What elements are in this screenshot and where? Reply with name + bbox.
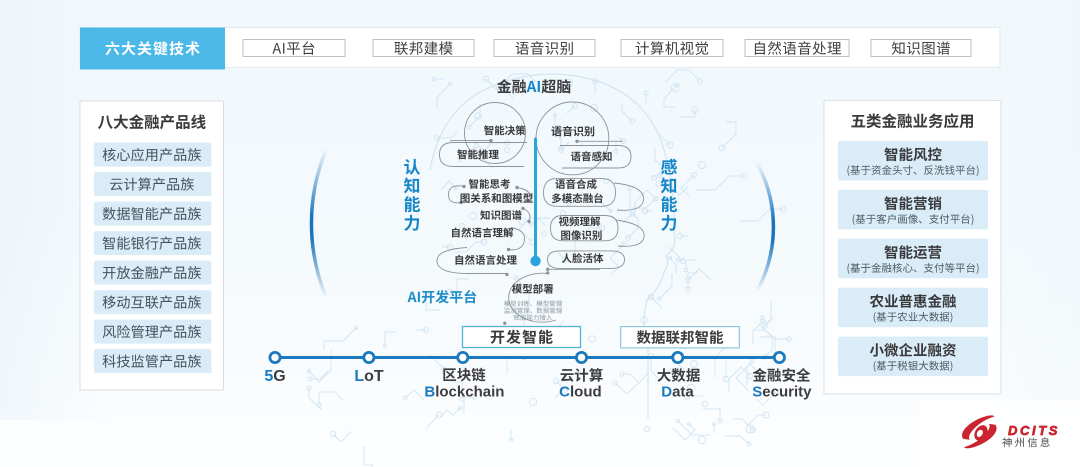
svg-text:LoT: LoT xyxy=(354,368,384,385)
svg-text:Blockchain: Blockchain xyxy=(424,383,504,400)
svg-text:Data: Data xyxy=(661,383,694,400)
svg-text:5G: 5G xyxy=(264,368,285,385)
svg-text:Security: Security xyxy=(752,383,812,400)
svg-text:Cloud: Cloud xyxy=(559,383,602,400)
svg-text:DCITS: DCITS xyxy=(1008,423,1060,438)
